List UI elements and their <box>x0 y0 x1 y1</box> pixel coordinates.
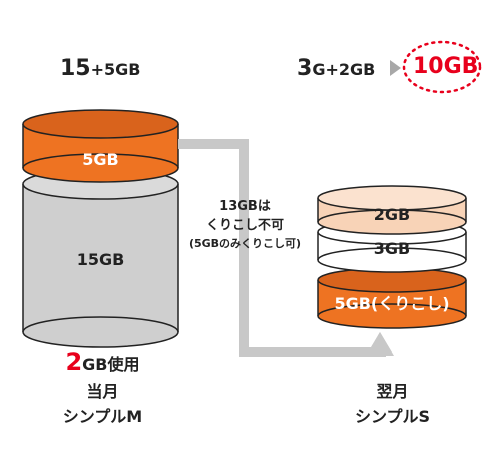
right-month-label: 翌月 <box>376 382 409 401</box>
result-capacity: 10GB <box>413 54 479 79</box>
right-capacity-label: 3G+2GB <box>297 58 375 80</box>
note-line2: くりこし不可 <box>205 218 284 233</box>
right-top-disk <box>317 185 467 235</box>
left-plan-label: シンプルM <box>62 407 143 426</box>
carryover-arrow <box>178 139 394 357</box>
right-plan-label: シンプルS <box>354 407 431 426</box>
left-bottom-disk-label: 15GB <box>76 250 125 269</box>
left-capacity-label: 15+5GB <box>60 58 141 80</box>
left-usage-label: 2GB使用 <box>30 350 175 374</box>
left-usage-number: 2 <box>65 348 83 376</box>
right-capacity-rest: G+2GB <box>312 60 376 79</box>
header-arrow-icon <box>390 60 401 76</box>
right-middle-disk-label: 3GB <box>373 239 411 258</box>
note-line3: (5GBのみくりこし可) <box>188 237 302 250</box>
right-bottom-disk <box>317 267 467 329</box>
left-top-disk <box>22 109 179 183</box>
left-capacity-main: 15 <box>60 56 91 81</box>
result-highlight-circle <box>402 40 482 94</box>
right-bottom-disk-label: 5GB(くりこし) <box>334 294 450 313</box>
left-month-label: 当月 <box>86 382 119 401</box>
right-top-disk-label: 2GB <box>373 205 411 224</box>
right-capacity-main: 3 <box>297 56 313 81</box>
note-line1: 13GBは <box>219 199 271 214</box>
left-capacity-plus: +5GB <box>90 60 141 79</box>
left-top-disk-label: 5GB <box>82 150 119 169</box>
left-usage-suffix: GB使用 <box>82 355 140 374</box>
